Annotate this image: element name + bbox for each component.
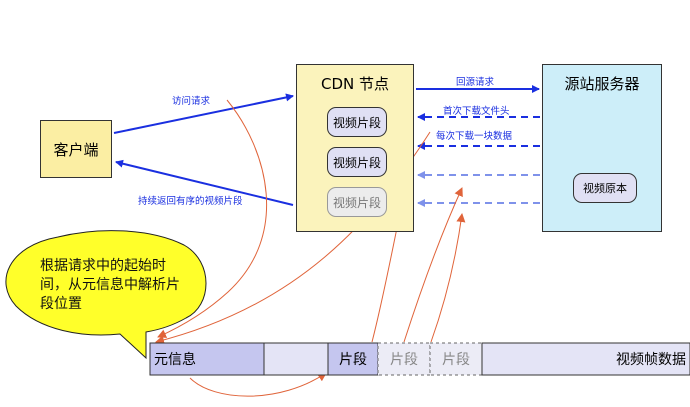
cdn-segment-1: 视频片段 [327, 107, 387, 137]
client-label: 客户端 [53, 140, 99, 159]
origin-title: 源站服务器 [564, 75, 640, 93]
curve-request-to-meta [157, 99, 268, 338]
arrow-visit-request [113, 93, 294, 134]
cdn-node-box: CDN 节点 视频片段 视频片段 视频片段 [296, 64, 414, 232]
origin-server-box: 源站服务器 视频原本 [542, 64, 662, 232]
callout-text: 根据请求中的起始时间，从元信息中解析片段位置 [40, 258, 180, 312]
client-box: 客户端 [40, 120, 112, 178]
strip-frames: 视频帧数据 [616, 352, 686, 368]
curve-meta-to-segment [189, 372, 327, 397]
origin-raw-video: 视频原本 [573, 173, 637, 203]
arrow-return-ordered [115, 159, 294, 206]
callout-bubble [5, 230, 207, 360]
cdn-segment-3: 视频片段 [327, 187, 387, 217]
strip-segment-3: 片段 [442, 352, 470, 368]
cdn-title: CDN 节点 [320, 75, 389, 93]
curve-segment2-up [403, 187, 463, 343]
label-visit-request: 访问请求 [172, 96, 211, 107]
curve-segment3-up [430, 213, 466, 343]
label-back-to-source: 回源请求 [456, 77, 495, 88]
cdn-segment-2: 视频片段 [327, 147, 387, 177]
strip-segment-1: 片段 [339, 352, 367, 368]
strip-seg1-bg [327, 342, 379, 376]
strip-gap-bg [263, 342, 329, 376]
label-first-download: 首次下载文件头 [443, 106, 510, 117]
strip-segment-2: 片段 [390, 352, 418, 368]
strip-seg2-bg [377, 342, 431, 376]
strip-meta: 元信息 [154, 352, 196, 368]
label-return-ordered: 持续返回有序的视频片段 [138, 196, 243, 207]
strip-seg3-bg [429, 342, 483, 376]
label-each-download: 每次下载一块数据 [436, 131, 513, 142]
strip-meta-bg [149, 342, 265, 376]
strip-frames-bg [481, 342, 690, 376]
